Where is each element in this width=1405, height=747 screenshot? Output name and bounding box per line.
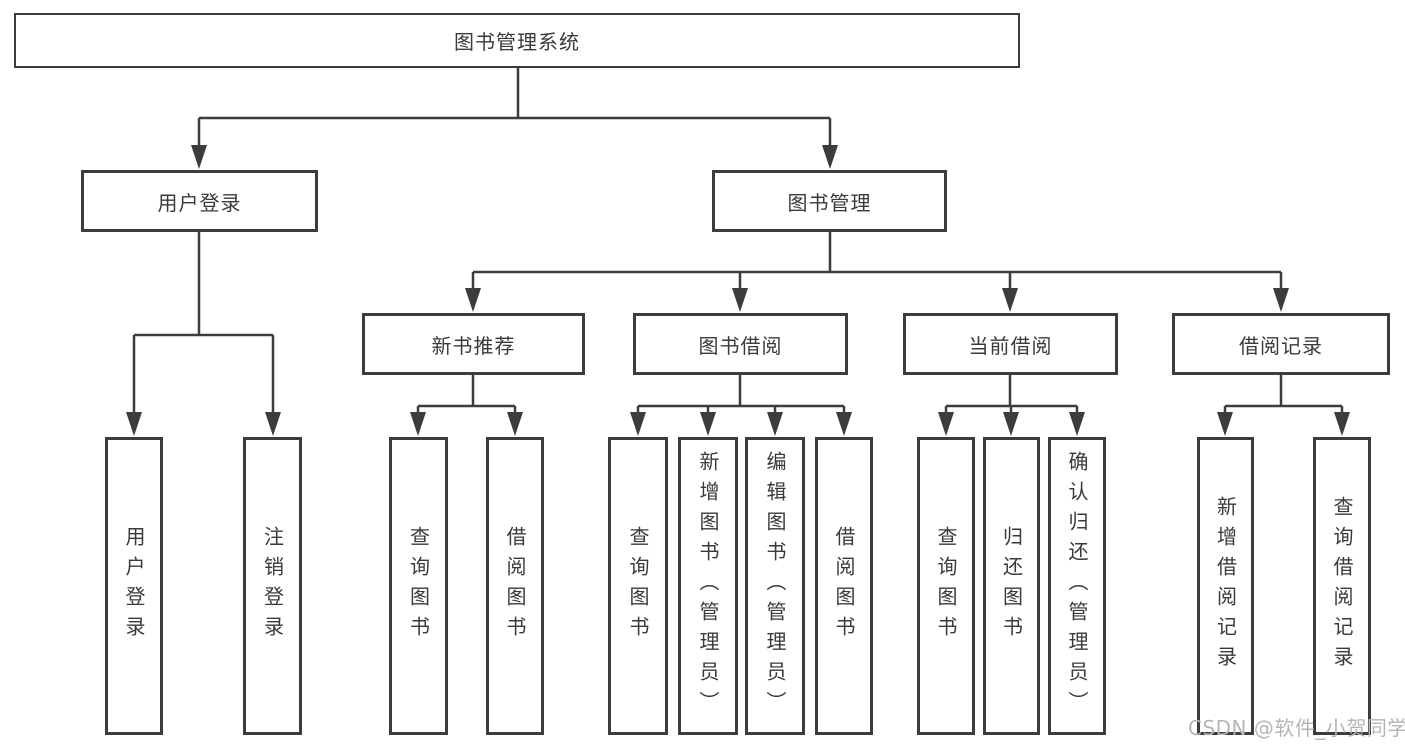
arrow-down-icon xyxy=(732,288,748,312)
leaf-query-books-3-label: 查询图书 xyxy=(934,526,958,646)
leaf-logout-label: 注销登录 xyxy=(260,526,285,646)
node-book-borrowing: 图书借阅 xyxy=(633,313,848,375)
leaf-query-books-3: 查询图书 xyxy=(917,437,975,735)
leaf-query-borrow-record-label: 查询借阅记录 xyxy=(1330,496,1354,676)
node-current-borrowing: 当前借阅 xyxy=(903,313,1118,375)
node-book-borrowing-label: 图书借阅 xyxy=(698,333,783,358)
connector-book-mgmt-to-level3 xyxy=(465,232,1289,312)
node-user-login: 用户登录 xyxy=(81,170,318,232)
connector-book-borrowing-to-leaves xyxy=(630,375,852,436)
arrow-down-icon xyxy=(630,412,646,436)
arrow-down-icon xyxy=(1069,412,1085,436)
leaf-query-books-1-label: 查询图书 xyxy=(406,526,431,646)
arrow-down-icon xyxy=(265,412,281,436)
arrow-down-icon xyxy=(1217,412,1233,436)
arrow-down-icon xyxy=(1002,288,1018,312)
leaf-return-books-label: 归还图书 xyxy=(999,526,1024,646)
leaf-confirm-return-admin-label: 确认归还（管理员） xyxy=(1065,451,1089,721)
leaf-edit-books-admin-label: 编辑图书（管理员） xyxy=(763,451,787,721)
node-borrowing-records-label: 借阅记录 xyxy=(1239,333,1323,358)
arrow-down-icon xyxy=(836,412,852,436)
node-borrowing-records: 借阅记录 xyxy=(1172,313,1390,375)
csdn-watermark: CSDN @软件_小贺同学 xyxy=(1188,716,1405,740)
leaf-query-books-2-label: 查询图书 xyxy=(626,526,650,646)
arrow-down-icon xyxy=(938,412,954,436)
node-new-book-recommend-label: 新书推荐 xyxy=(431,333,516,358)
arrow-down-icon xyxy=(507,412,523,436)
leaf-borrow-books-2-label: 借阅图书 xyxy=(832,526,856,646)
leaf-borrow-books-2: 借阅图书 xyxy=(815,437,873,735)
node-root-label: 图书管理系统 xyxy=(454,30,580,54)
leaf-query-books-2: 查询图书 xyxy=(608,437,668,735)
arrow-down-icon xyxy=(465,288,481,312)
connector-new-book-to-leaves xyxy=(410,375,523,436)
node-user-login-label: 用户登录 xyxy=(157,190,242,215)
connector-user-login-to-leaves xyxy=(126,232,281,436)
leaf-return-books: 归还图书 xyxy=(983,437,1040,735)
node-book-management: 图书管理 xyxy=(712,170,947,232)
node-book-management-label: 图书管理 xyxy=(787,190,872,215)
leaf-borrow-books-1-label: 借阅图书 xyxy=(503,526,527,646)
leaf-user-login: 用户登录 xyxy=(105,437,163,735)
arrow-down-icon xyxy=(1003,412,1019,436)
arrow-down-icon xyxy=(1334,412,1350,436)
leaf-logout: 注销登录 xyxy=(243,437,302,735)
leaf-borrow-books-1: 借阅图书 xyxy=(486,437,544,735)
arrow-down-icon xyxy=(191,145,207,169)
connector-borrowing-records-to-leaves xyxy=(1217,375,1350,436)
leaf-query-borrow-record: 查询借阅记录 xyxy=(1313,437,1371,735)
arrow-down-icon xyxy=(410,412,426,436)
arrow-down-icon xyxy=(767,412,783,436)
leaf-query-books-1: 查询图书 xyxy=(389,437,448,735)
arrow-down-icon xyxy=(822,145,838,169)
connector-current-borrowing-to-leaves xyxy=(938,375,1085,436)
leaf-add-books-admin: 新增图书（管理员） xyxy=(678,437,738,735)
arrow-down-icon xyxy=(700,412,716,436)
leaf-add-books-admin-label: 新增图书（管理员） xyxy=(696,451,720,721)
arrow-down-icon xyxy=(1273,288,1289,312)
leaf-confirm-return-admin: 确认归还（管理员） xyxy=(1048,437,1106,735)
leaf-add-borrow-record-label: 新增借阅记录 xyxy=(1213,496,1238,676)
arrow-down-icon xyxy=(126,412,142,436)
node-new-book-recommend: 新书推荐 xyxy=(362,313,585,375)
node-root: 图书管理系统 xyxy=(14,13,1020,68)
leaf-edit-books-admin: 编辑图书（管理员） xyxy=(745,437,805,735)
leaf-user-login-label: 用户登录 xyxy=(122,526,146,646)
node-current-borrowing-label: 当前借阅 xyxy=(968,333,1053,358)
connector-root-to-level2 xyxy=(191,68,838,169)
leaf-add-borrow-record: 新增借阅记录 xyxy=(1197,437,1254,735)
